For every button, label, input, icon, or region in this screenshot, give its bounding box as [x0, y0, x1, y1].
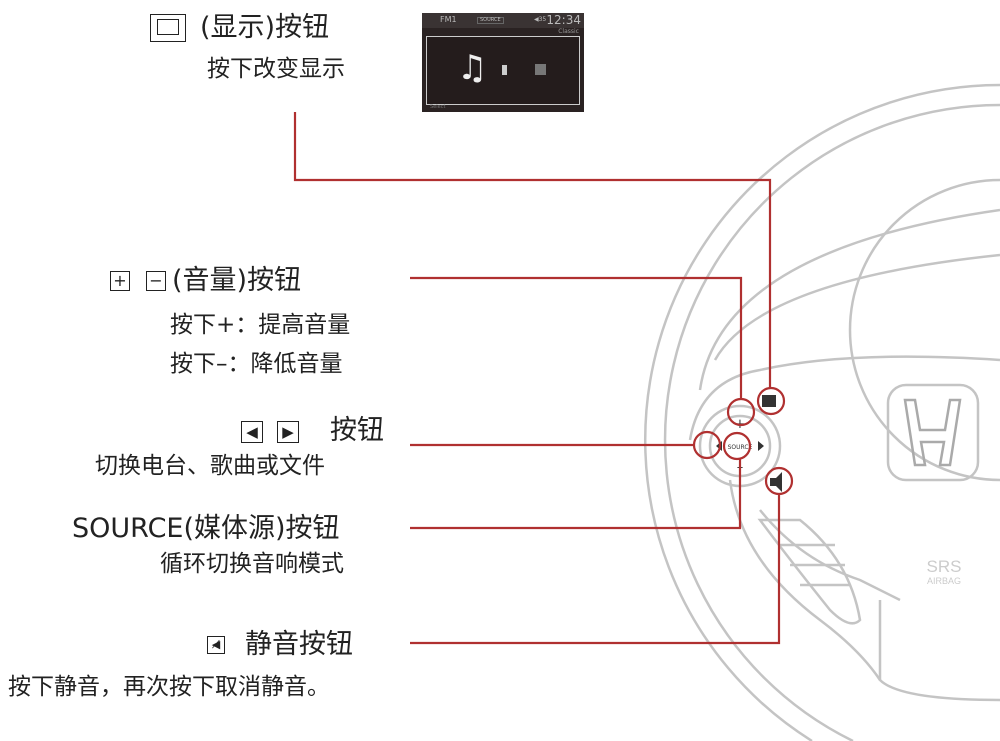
wheel-mute-button	[770, 472, 782, 492]
app-icon	[535, 64, 546, 75]
volume-minus-desc: 按下–：降低音量	[170, 351, 343, 377]
seek-right-icon: ▶	[277, 421, 299, 443]
screen-time: 12:34	[546, 13, 581, 27]
audio-screen-thumbnail: FM1 SOURCE ◀35 12:34 Classic ♫ Select	[422, 13, 584, 112]
screen-volume: ◀35	[534, 16, 547, 23]
volume-minus-icon: −	[146, 271, 166, 291]
screen-source-badge: SOURCE	[477, 17, 504, 24]
mute-button-title: 静音按钮	[245, 629, 353, 660]
phone-icon	[502, 65, 507, 75]
mute-button-desc: 按下静音，再次按下取消静音。	[8, 674, 330, 700]
seek-button-desc: 切换电台、歌曲或文件	[95, 453, 325, 479]
source-button-desc: 循环切换音响模式	[160, 551, 344, 577]
mute-icon: ◀̸	[207, 635, 225, 654]
source-button-title: SOURCE(媒体源)按钮	[72, 513, 340, 544]
honda-logo-icon	[903, 398, 962, 467]
music-note-icon: ♫	[457, 48, 488, 88]
volume-plus-icon: +	[110, 271, 130, 291]
screen-source-label: FM1	[440, 15, 457, 24]
volume-button-title: (音量)按钮	[172, 265, 302, 296]
wheel-source-button: SOURCE	[728, 444, 753, 451]
display-button-desc: 按下改变显示	[207, 56, 345, 82]
wheel-display-button	[762, 395, 776, 407]
screen-footer-select: Select	[430, 104, 446, 110]
display-button-title: (显示)按钮	[200, 12, 330, 43]
volume-plus-desc: 按下+：提高音量	[170, 312, 351, 338]
seek-left-icon: ◀	[241, 421, 263, 443]
callout-lines	[293, 112, 794, 645]
screen-mode: Classic	[558, 28, 579, 35]
airbag-label: AIRBAG	[927, 576, 961, 586]
srs-label: SRS	[927, 557, 962, 576]
display-icon	[150, 14, 186, 42]
seek-button-title: 按钮	[330, 415, 384, 446]
